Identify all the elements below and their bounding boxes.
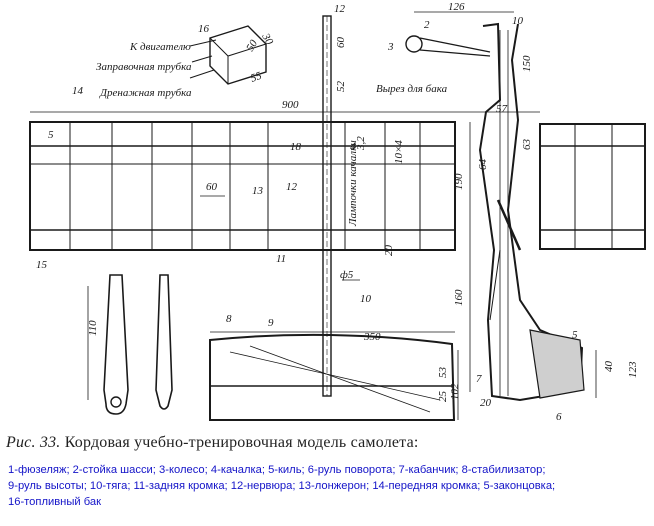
num-6: 6 (556, 411, 562, 423)
label-zapravochnaya: Заправочная трубка (96, 61, 192, 73)
dim-20b: 20 (480, 397, 492, 409)
legend-line-3: 16-топливный бак (8, 496, 102, 508)
num-7: 7 (476, 373, 482, 385)
num-13: 13 (252, 185, 264, 197)
label-lampochki: Лампочки качалки (347, 140, 359, 227)
dim-5: 5 (48, 129, 54, 141)
legend: 1-фюзеляж; 2-стойка шасси; 3-колесо; 4-к… (8, 462, 648, 510)
stabilizer (209, 333, 456, 421)
num-9: 9 (268, 317, 274, 329)
aircraft-drawing: К двигателю Заправочная трубка Дренажная… (29, 1, 646, 423)
num-5: 5 (572, 329, 578, 341)
dim-60a: 60 (335, 37, 347, 49)
dim-123: 123 (627, 361, 639, 378)
num-4: 4 (350, 141, 356, 153)
num-14: 14 (72, 85, 84, 97)
num-8: 8 (226, 313, 232, 325)
propeller (103, 274, 173, 415)
dim-30: 30 (259, 31, 276, 48)
dim-57: 57 (496, 103, 508, 115)
num-3: 3 (387, 41, 394, 53)
num-18: 18 (290, 141, 302, 153)
dim-60: 60 (206, 181, 218, 193)
dim-40: 40 (603, 361, 615, 373)
dim-10x4: 10×4 (393, 140, 405, 164)
dim-55: 55 (249, 70, 264, 85)
wing-plan (29, 121, 456, 251)
fuselage-side (478, 22, 585, 402)
label-vyrez: Вырез для бака (376, 83, 448, 95)
landing-gear-strut (322, 15, 332, 397)
num-15: 15 (36, 259, 48, 271)
dim-12: 12 (334, 3, 346, 15)
wing-right-section (539, 123, 646, 250)
dim-64: 64 (477, 159, 489, 171)
dim-350: 350 (363, 331, 381, 343)
dim-50: 50 (244, 38, 260, 54)
dim-110: 110 (87, 320, 99, 336)
legend-line-1: 1-фюзеляж; 2-стойка шасси; 3-колесо; 4-к… (8, 464, 546, 476)
legend-line-2: 9-руль высоты; 10-тяга; 11-задняя кромка… (8, 480, 556, 492)
wheel (405, 35, 491, 57)
dim-10: 10 (512, 15, 524, 27)
dim-63: 63 (521, 139, 533, 151)
dim-52: 52 (335, 81, 347, 93)
num-10: 10 (360, 293, 372, 305)
num-12: 12 (286, 181, 298, 193)
dim-3-2: 3,2 (355, 136, 367, 151)
dim-150: 150 (521, 55, 533, 72)
fuel-tank-sketch (189, 25, 267, 85)
dim-20: 20 (383, 245, 395, 257)
caption-prefix: Рис. 33. (6, 434, 61, 451)
dim-190: 190 (453, 173, 465, 190)
dim-900: 900 (282, 99, 299, 111)
dim-160: 160 (453, 289, 465, 306)
label-drenazhnaya: Дренажная трубка (99, 87, 192, 99)
caption-text: Кордовая учебно-тренировочная модель сам… (64, 434, 419, 451)
num-11: 11 (276, 253, 286, 265)
dim-phi5: ф5 (340, 269, 354, 281)
dim-102: 102 (449, 383, 461, 400)
dim-126: 126 (448, 1, 465, 13)
dim-53: 53 (437, 367, 449, 379)
figure-caption: Рис. 33. Кордовая учебно-тренировочная м… (6, 434, 646, 452)
num-16: 16 (198, 23, 210, 35)
dim-25: 25 (437, 391, 449, 403)
label-k-dvigatelyu: К двигателю (129, 41, 191, 53)
num-2: 2 (424, 19, 430, 31)
dimension-lines (30, 11, 597, 420)
